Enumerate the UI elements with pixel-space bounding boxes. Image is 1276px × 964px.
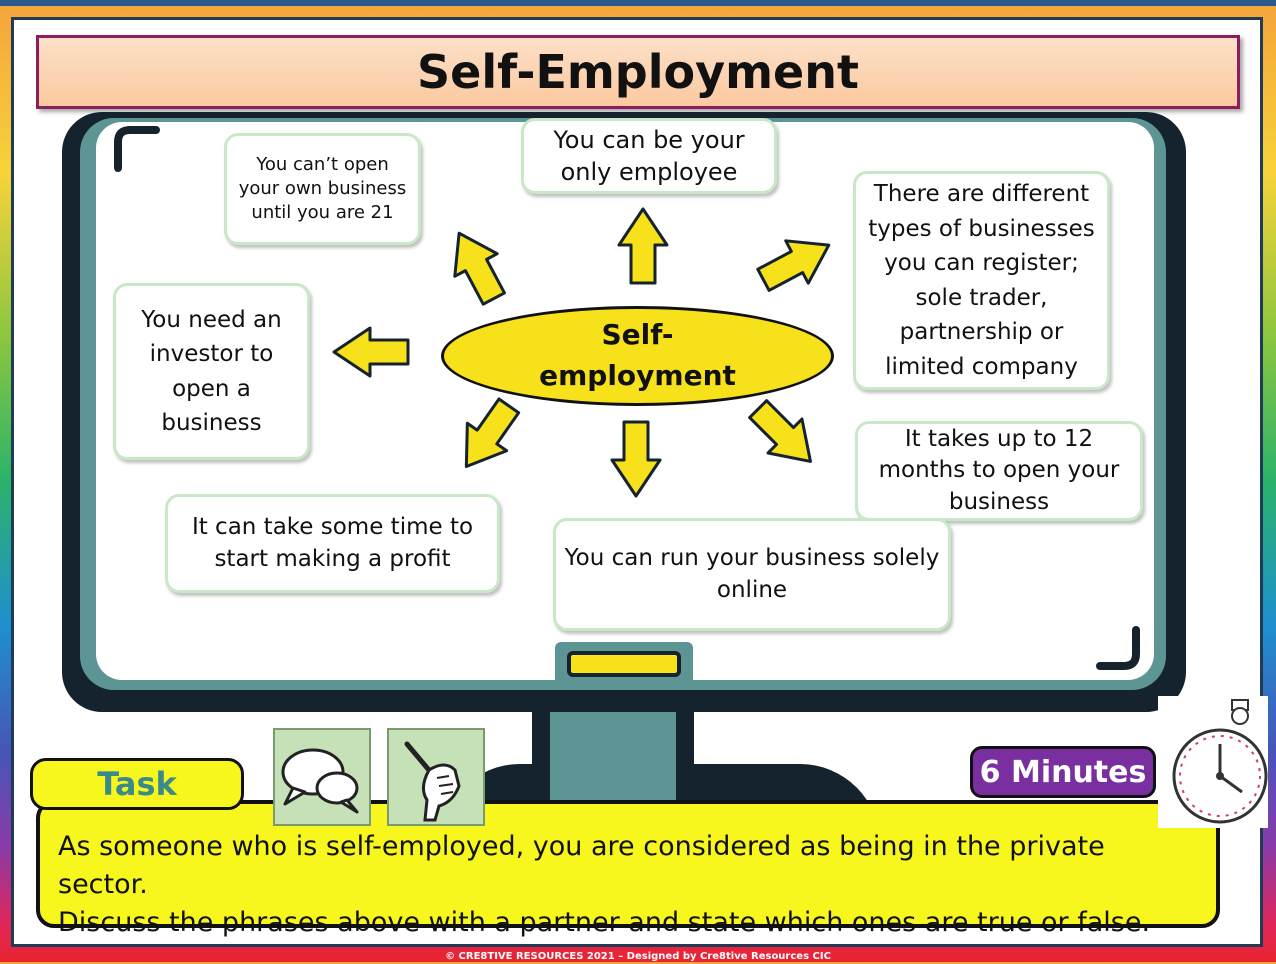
title-banner: Self-Employment [36, 35, 1240, 109]
timer-badge: 6 Minutes [970, 746, 1156, 798]
top-border [0, 0, 1276, 6]
task-instruction-line2: Discuss the phrases above with a partner… [58, 906, 1151, 938]
page-title: Self-Employment [417, 45, 859, 99]
statement-text: You can’t open your own business until y… [238, 153, 407, 224]
arrow-down-left-icon [464, 397, 521, 468]
monitor-stand-neck-inner [550, 704, 676, 804]
center-topic-line2: employment [539, 359, 736, 392]
task-panel: As someone who is self-employed, you are… [36, 800, 1220, 938]
statement-box-online: You can run your business solely online [553, 518, 951, 631]
arrow-up-icon [617, 207, 669, 285]
task-instruction-line1: As someone who is self-employed, you are… [58, 831, 1105, 900]
writing-hand-icon [387, 728, 485, 826]
statement-text: You need an investor to open a business [141, 306, 282, 437]
statement-box-business-types: There are different types of businesses … [853, 171, 1110, 390]
task-label: Task [30, 758, 244, 810]
statement-box-12-months: It takes up to 12 months to open your bu… [855, 421, 1143, 521]
stopwatch-icon [1158, 696, 1268, 828]
arrow-down-icon [610, 420, 662, 498]
statement-text: You can run your business solely online [564, 545, 940, 603]
center-topic-line1: Self- [601, 318, 674, 352]
footer-credit: © CRE8TIVE RESOURCES 2021 – Designed by … [445, 951, 831, 962]
statement-text: It can take some time to start making a … [191, 514, 474, 572]
statement-text: It takes up to 12 months to open your bu… [878, 426, 1120, 515]
statement-text: You can be your only employee [553, 125, 745, 186]
monitor-power-button [567, 651, 681, 677]
arrow-up-left-icon [453, 231, 506, 306]
arrow-up-right-icon [756, 239, 831, 292]
center-topic-oval: Self- employment [441, 306, 834, 406]
statement-box-age-21: You can’t open your own business until y… [224, 133, 421, 245]
speech-bubbles-icon [273, 728, 371, 826]
statement-box-investor: You need an investor to open a business [113, 283, 310, 460]
arrow-down-right-icon [748, 399, 812, 463]
statement-box-only-employee: You can be your only employee [521, 118, 777, 194]
statement-box-profit: It can take some time to start making a … [165, 494, 500, 593]
arrow-left-icon [332, 326, 410, 378]
statement-text: There are different types of businesses … [868, 181, 1095, 380]
